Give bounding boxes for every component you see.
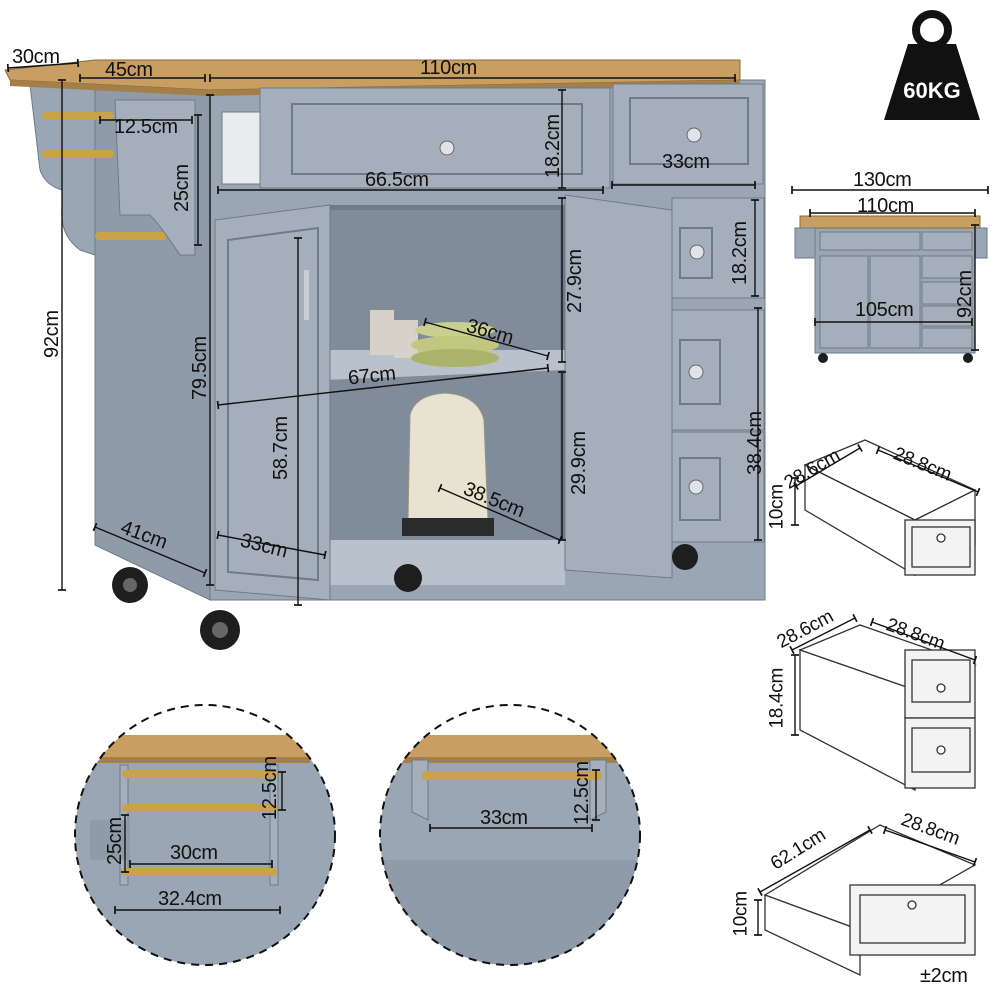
label-cabinet-height: 79.5cm	[189, 336, 211, 400]
label-front-total-width: 130cm	[853, 169, 912, 191]
label-top-drawer-height: 18.2cm	[542, 114, 564, 178]
label-rack-height: 25cm	[171, 164, 193, 212]
label-depth-top: 30cm	[12, 46, 60, 68]
label-front-top-width: 110cm	[857, 195, 915, 217]
label-front-height: 92cm	[954, 270, 976, 318]
kettlebell-weight-icon	[884, 10, 980, 120]
tolerance-note: ±2cm	[920, 965, 968, 987]
label-detail-towel-gap: 12.5cm	[571, 761, 593, 825]
label-upper-section: 27.9cm	[564, 249, 586, 313]
label-drawer1-height: 10cm	[766, 484, 788, 530]
front-view	[794, 215, 988, 363]
detail-towel-bar	[379, 704, 641, 966]
main-island	[4, 59, 766, 650]
label-drawer2-height: 18.4cm	[766, 667, 788, 729]
label-small-drawer-width: 33cm	[662, 151, 710, 173]
label-detail-rack-outer: 32.4cm	[158, 888, 222, 910]
weight-label: 60KG	[903, 78, 961, 103]
label-side-drawer-height: 18.2cm	[729, 221, 751, 285]
drawer-diagrams	[763, 439, 977, 977]
label-rack-gap: 12.5cm	[114, 116, 178, 138]
label-lower-section: 29.9cm	[568, 431, 590, 495]
label-depth-body: 45cm	[105, 59, 153, 81]
label-shelf-width: 67cm	[346, 362, 397, 390]
label-detail-towel-width: 33cm	[480, 807, 528, 829]
label-width-top: 110cm	[420, 57, 478, 79]
label-detail-rack-inner: 30cm	[170, 842, 218, 864]
label-tall-drawer: 38.4cm	[744, 411, 766, 475]
label-front-body-width: 105cm	[855, 299, 914, 321]
label-detail-rack-gap: 12.5cm	[259, 756, 281, 820]
weight-capacity-badge: 60KG	[880, 8, 984, 120]
label-top-drawer-width: 66.5cm	[365, 169, 429, 191]
label-drawer3-height: 10cm	[730, 891, 752, 937]
label-door-height: 58.7cm	[270, 416, 292, 480]
label-height-total: 92cm	[41, 310, 63, 358]
dimension-lines	[6, 58, 763, 606]
label-detail-rack-height: 25cm	[104, 817, 126, 865]
